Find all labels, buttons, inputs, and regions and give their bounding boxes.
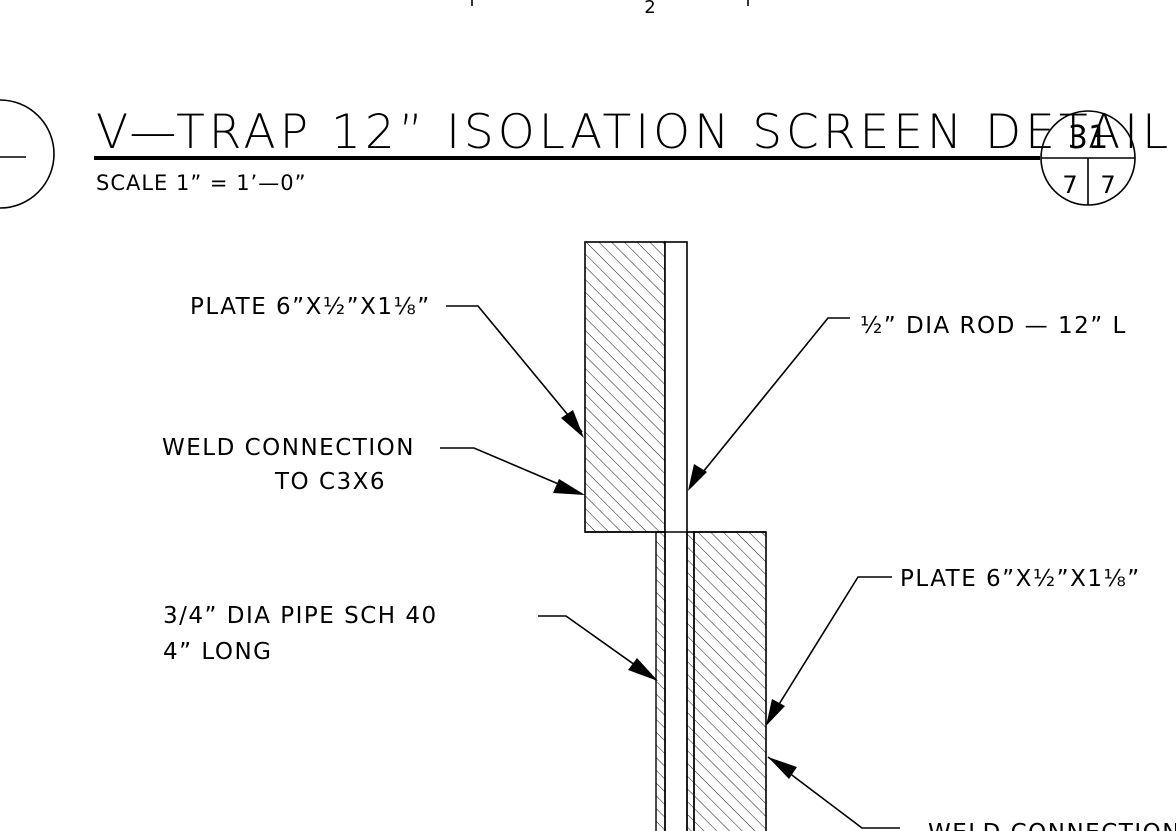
arrowhead-weld-bottom — [768, 757, 797, 779]
callout-plate-top: PLATE 6”X½”X1⅛” — [190, 294, 431, 320]
leader-weld-bottom — [767, 756, 900, 829]
leader-weld-top — [440, 447, 583, 495]
previous-detail-fragment: 2 — [471, 0, 749, 18]
rod — [664, 241, 688, 831]
detail-number: 31 — [1068, 118, 1109, 156]
callout-plate-bottom: PLATE 6”X½”X1⅛” — [900, 566, 1141, 592]
top-plate — [584, 241, 666, 533]
sheet-number-right: 7 — [1100, 171, 1115, 199]
bottom-plate — [693, 531, 767, 831]
pipe-wall-left — [655, 531, 666, 831]
callout-pipe-line1: 3/4” DIA PIPE SCH 40 — [163, 603, 438, 629]
arrowhead-plate-top — [561, 410, 584, 438]
scale-note: SCALE 1” = 1’—0” — [96, 171, 306, 195]
leader-pipe — [538, 615, 657, 681]
detail-title: V—TRAP 12” ISOLATION SCREEN DETAIL — [96, 105, 1172, 160]
partial-section-bubble — [0, 99, 55, 209]
arrowhead-plate-bottom — [766, 699, 785, 726]
callout-weld-top-line1: WELD CONNECTION — [162, 435, 415, 461]
pipe-wall-right — [686, 531, 695, 831]
callout-pipe-line2: 4” LONG — [163, 639, 273, 665]
callout-rod: ½” DIA ROD — 12” L — [860, 313, 1127, 339]
callout-weld-top-line2: TO C3X6 — [274, 469, 386, 495]
leader-rod — [689, 317, 850, 489]
top-fragment-text: 2 — [644, 0, 655, 18]
sheet-number-left: 7 — [1062, 171, 1077, 199]
arrowhead-pipe — [628, 658, 658, 681]
detail-bubble: 31 7 7 — [1040, 110, 1136, 206]
arrowhead-rod — [688, 464, 707, 491]
leader-plate-bottom — [767, 576, 892, 723]
arrowhead-weld-top — [553, 479, 585, 495]
callout-weld-bottom: WELD CONNECTION — [928, 820, 1176, 831]
leader-plate-top — [446, 305, 583, 433]
